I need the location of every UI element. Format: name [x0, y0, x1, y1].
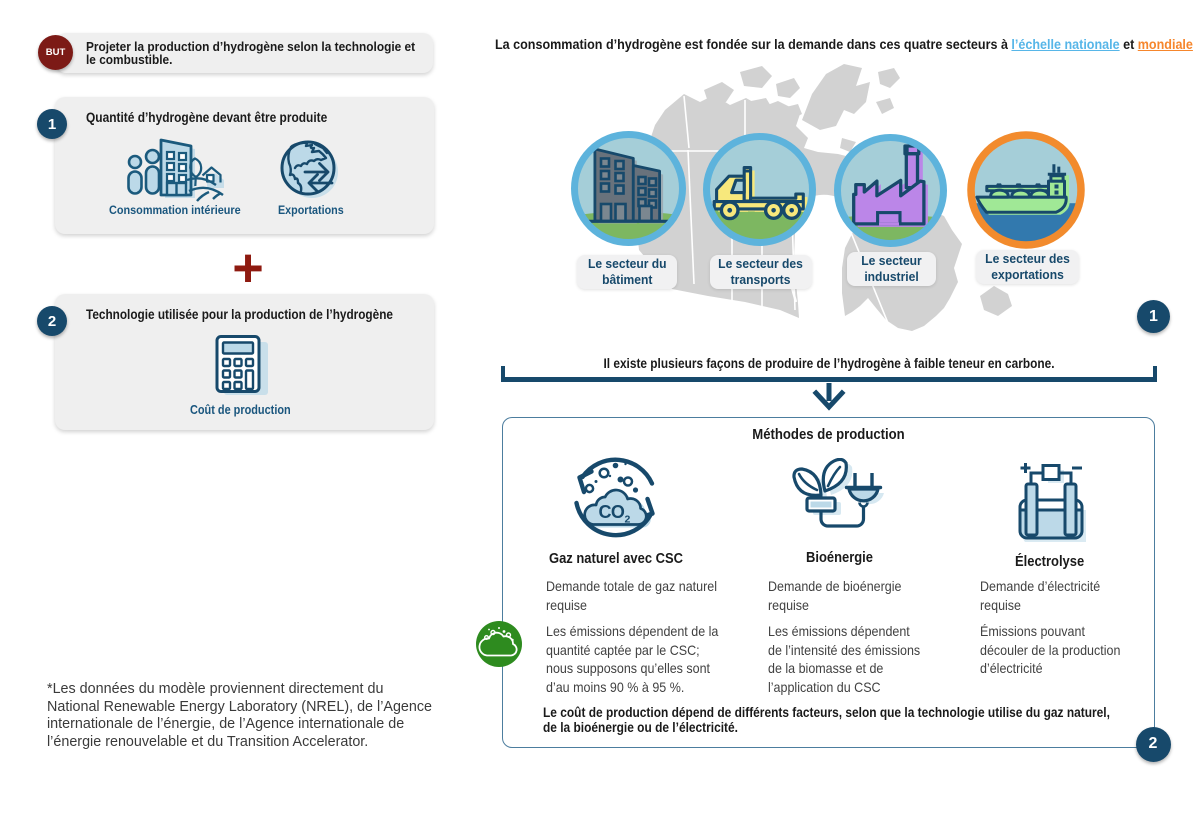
svg-text:CO: CO — [599, 502, 625, 522]
svg-text:2: 2 — [625, 514, 631, 526]
